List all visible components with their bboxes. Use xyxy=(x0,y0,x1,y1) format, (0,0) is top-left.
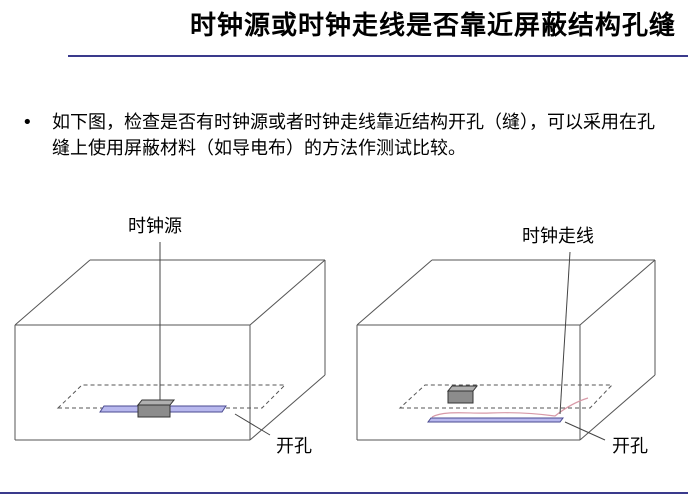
slide-title: 时钟源或时钟走线是否靠近屏蔽结构孔缝 xyxy=(189,11,676,41)
left-hole-label: 开孔 xyxy=(276,436,312,457)
title-divider xyxy=(68,55,688,57)
left-clock-source-label: 时钟源 xyxy=(128,216,182,237)
right-opening-strip xyxy=(427,417,564,423)
enclosure-diagrams: 时钟源 开孔 时钟走线 开孔 xyxy=(14,216,656,457)
right-pointer-line xyxy=(559,251,571,415)
right-hole-label: 开孔 xyxy=(612,436,648,457)
bottom-divider xyxy=(0,492,688,494)
left-clock-source-top xyxy=(136,399,176,406)
left-enclosure xyxy=(14,259,326,441)
right-hole-leader xyxy=(564,421,606,441)
right-opening-outline xyxy=(398,384,614,409)
bullet-item: • 如下图，检查是否有时钟源或者时钟走线靠近结构开孔（缝），可以采用在孔缝上使用… xyxy=(22,110,672,162)
right-clock-trace-label: 时钟走线 xyxy=(522,226,594,247)
right-component-top xyxy=(446,385,479,392)
right-clock-trace xyxy=(431,397,589,418)
left-clock-source-block xyxy=(137,404,171,418)
left-opening-outline xyxy=(56,384,287,409)
right-enclosure xyxy=(356,259,656,441)
bullet-marker: • xyxy=(22,112,33,133)
left-hole-leader xyxy=(234,413,271,436)
bullet-text: 如下图，检查是否有时钟源或者时钟走线靠近结构开孔（缝），可以采用在孔缝上使用屏蔽… xyxy=(52,112,655,159)
right-component-block xyxy=(447,390,474,404)
